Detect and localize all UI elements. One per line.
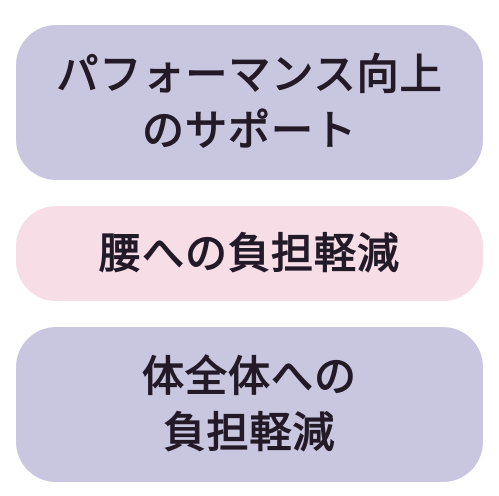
benefit-pill-lower-back: 腰への負担軽減 [16,206,483,301]
benefit-pill-whole-body: 体全体への 負担軽減 [16,327,483,482]
benefit-line: パフォーマンス向上 [56,49,443,99]
benefit-line: 腰への負担軽減 [98,228,400,278]
benefit-line: 負担軽減 [163,407,336,457]
benefit-line: のサポート [141,105,357,155]
benefit-line: 体全体への [141,351,357,401]
benefit-pill-performance: パフォーマンス向上 のサポート [16,25,483,180]
